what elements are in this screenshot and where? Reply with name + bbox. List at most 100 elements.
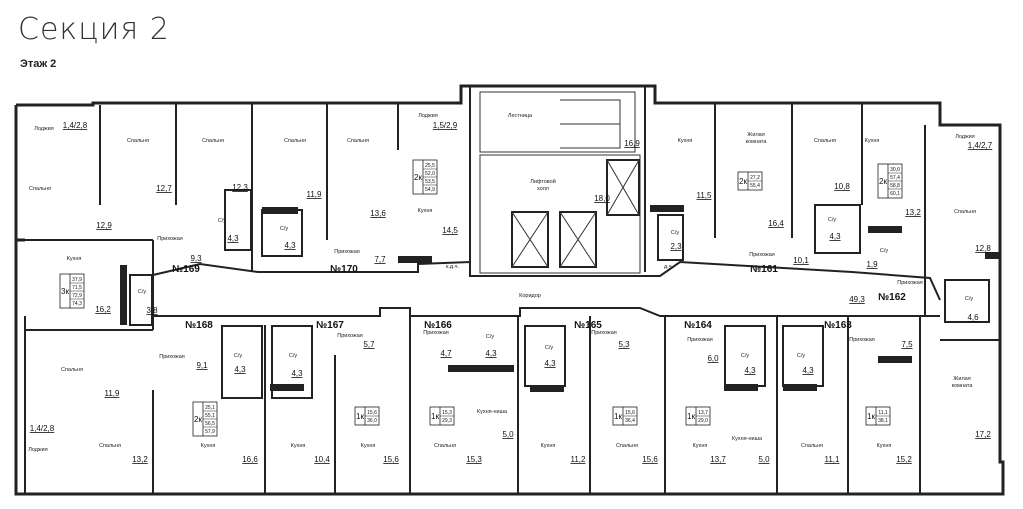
room-area: 3,8	[146, 306, 158, 315]
apartment-type: 2к	[879, 177, 887, 186]
room-area: 15,6	[642, 455, 658, 464]
room-label: Спальня	[954, 209, 976, 215]
apartment-number: №169	[172, 264, 200, 275]
apartment-area-value: 25,1	[205, 405, 215, 411]
room-label: С/у	[486, 334, 495, 340]
room-label: С/у	[671, 230, 680, 236]
room-area: 4,3	[744, 366, 756, 375]
apartment-area-value: 52,0	[425, 171, 435, 177]
room-area: 4,3	[284, 241, 296, 250]
room-area: 11,2	[571, 455, 587, 464]
apartment-area-value: 37,9	[72, 277, 82, 283]
room-area: 4,3	[227, 234, 239, 243]
corridor-walls	[152, 260, 941, 317]
apartment-area-value: 27,2	[750, 175, 760, 181]
apartment-type: 1к	[356, 412, 364, 421]
room-label: Лестница	[508, 113, 533, 119]
room-area: 16,6	[242, 455, 258, 464]
room-area: 10,8	[834, 182, 850, 191]
room-area: 49,3	[849, 295, 865, 304]
room-area: 16,4	[768, 219, 784, 228]
apartment-area-value: 30,0	[890, 167, 900, 173]
room-area: 11,1	[825, 455, 841, 464]
room-label: Спальня	[801, 443, 823, 449]
service-label: к.д.ч.	[446, 264, 460, 270]
room-label: С/у	[138, 289, 147, 295]
room-label: С/у	[828, 217, 837, 223]
room-area: 15,6	[383, 455, 399, 464]
apartment-area-value: 13,7	[698, 410, 708, 416]
room-label: Лоджия	[34, 126, 54, 132]
apartment-area-value: 72,9	[72, 293, 82, 299]
room-label: Прихожая	[157, 236, 183, 242]
room-area: 4,3	[291, 369, 303, 378]
service-labels-layer: к.д.ч.д.ч.	[446, 264, 674, 270]
room-label: С/у	[880, 248, 889, 254]
apartment-number: №164	[684, 320, 712, 331]
room-label: С/у	[234, 353, 243, 359]
apartment-type: 2к	[414, 173, 422, 182]
room-area: 5,0	[758, 455, 770, 464]
room-area: 13,2	[905, 208, 921, 217]
room-area: 4,7	[440, 349, 452, 358]
room-area: 5,7	[363, 340, 375, 349]
room-area: 1,4/2,8	[30, 424, 55, 433]
room-area: 4,3	[234, 365, 246, 374]
room-label: С/у	[741, 353, 750, 359]
room-label: Кухня	[67, 256, 82, 262]
room-area: 12,3	[232, 183, 248, 192]
apartment-area-value: 54,9	[425, 187, 435, 193]
room-area: 13,7	[710, 455, 726, 464]
room-area: 18,0	[594, 194, 610, 203]
room-label: Прихожая	[687, 337, 713, 343]
room-label: Прихожая	[749, 252, 775, 258]
room-area: 7,7	[374, 255, 386, 264]
room-area: 17,2	[975, 430, 991, 439]
apartment-area-value: 57,9	[205, 429, 215, 435]
room-area: 1,5/2,9	[433, 121, 458, 130]
room-area: 10,4	[314, 455, 330, 464]
apartment-area-value: 53,5	[425, 179, 435, 185]
floor-label: Этаж 2	[20, 58, 57, 70]
room-label: Прихожая	[423, 330, 449, 336]
apartment-number: №166	[424, 320, 452, 331]
room-area: 5,0	[502, 430, 514, 439]
room-area: 16,9	[624, 139, 640, 148]
room-label: С/у	[289, 353, 298, 359]
room-label: Кухня	[418, 208, 433, 214]
apartment-type: 2к	[194, 415, 202, 424]
room-area: 4,3	[802, 366, 814, 375]
apartment-number: №167	[316, 320, 344, 331]
apartment-number: №161	[750, 264, 778, 275]
room-area: 1,4/2,7	[968, 141, 993, 150]
room-area: 13,6	[370, 209, 386, 218]
room-label: Прихожая	[159, 354, 185, 360]
room-area: 11,9	[105, 389, 121, 398]
room-label: Кухня	[541, 443, 556, 449]
room-area: 7,5	[901, 340, 913, 349]
apartment-type: 1к	[687, 412, 695, 421]
apartment-area-value: 55,4	[750, 183, 760, 189]
room-label: Спальня	[284, 138, 306, 144]
room-area: 11,5	[697, 191, 713, 200]
apartment-number: №170	[330, 264, 358, 275]
room-area: 11,9	[307, 190, 323, 199]
apartment-area-value: 15,6	[367, 410, 377, 416]
room-label: Прихожая	[591, 330, 617, 336]
room-label: Спальня	[434, 443, 456, 449]
room-label: Кухня	[678, 138, 693, 144]
apartment-number: №168	[185, 320, 213, 331]
room-label: С/у	[965, 296, 974, 302]
room-label: Лоджия	[28, 447, 48, 453]
